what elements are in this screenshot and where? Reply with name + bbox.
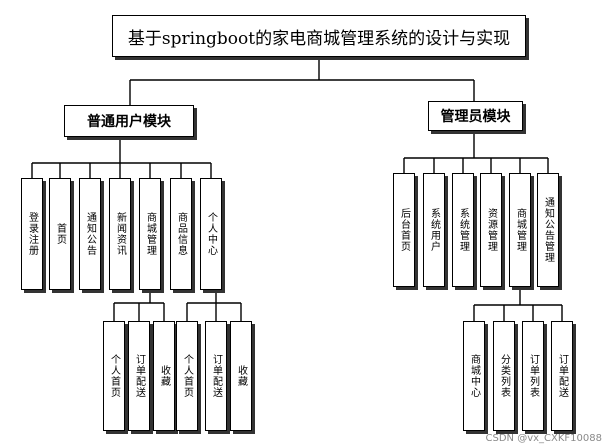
diagram-title-text: 基于springboot的家电商城管理系统的设计与实现 bbox=[127, 28, 511, 49]
user-node-news: 新闻资讯 bbox=[109, 178, 131, 290]
user-node-personal-center: 个人中心 bbox=[200, 178, 222, 290]
user-node-product-info: 商品信息 bbox=[170, 178, 192, 290]
user-module-node: 普通用户模块 bbox=[64, 105, 194, 137]
personal-node-favorites: 收藏 bbox=[230, 321, 252, 431]
admin-node-notice-management: 通知公告管理 bbox=[537, 173, 559, 287]
admin-mall-node-category-list: 分类列表 bbox=[493, 321, 515, 431]
admin-node-system-management: 系统管理 bbox=[452, 173, 474, 287]
personal-node-personal-home: 个人首页 bbox=[176, 321, 198, 431]
user-module-label: 普通用户模块 bbox=[87, 114, 171, 130]
personal-node-order-delivery: 订单配送 bbox=[205, 321, 227, 431]
admin-node-backend-home: 后台首页 bbox=[393, 173, 415, 287]
user-node-login-register: 登录注册 bbox=[21, 178, 43, 290]
admin-module-node: 管理员模块 bbox=[428, 101, 523, 131]
admin-node-system-users: 系统用户 bbox=[423, 173, 445, 287]
admin-node-resource-management: 资源管理 bbox=[480, 173, 502, 287]
admin-mall-node-mall-center: 商城中心 bbox=[463, 321, 485, 431]
watermark: CSDN @vx_CXKF10088 bbox=[485, 433, 602, 444]
mall-node-personal-home: 个人首页 bbox=[103, 321, 125, 431]
admin-module-label: 管理员模块 bbox=[440, 109, 511, 125]
mall-node-favorites: 收藏 bbox=[153, 321, 175, 431]
admin-node-mall-management: 商城管理 bbox=[509, 173, 531, 287]
user-node-home: 首页 bbox=[49, 178, 71, 290]
mall-node-order-delivery: 订单配送 bbox=[128, 321, 150, 431]
admin-mall-node-order-delivery: 订单配送 bbox=[551, 321, 573, 431]
user-node-notices: 通知公告 bbox=[79, 178, 101, 290]
admin-mall-node-order-list: 订单列表 bbox=[522, 321, 544, 431]
diagram-title: 基于springboot的家电商城管理系统的设计与实现 bbox=[112, 15, 526, 57]
user-node-mall-management: 商城管理 bbox=[139, 178, 161, 290]
